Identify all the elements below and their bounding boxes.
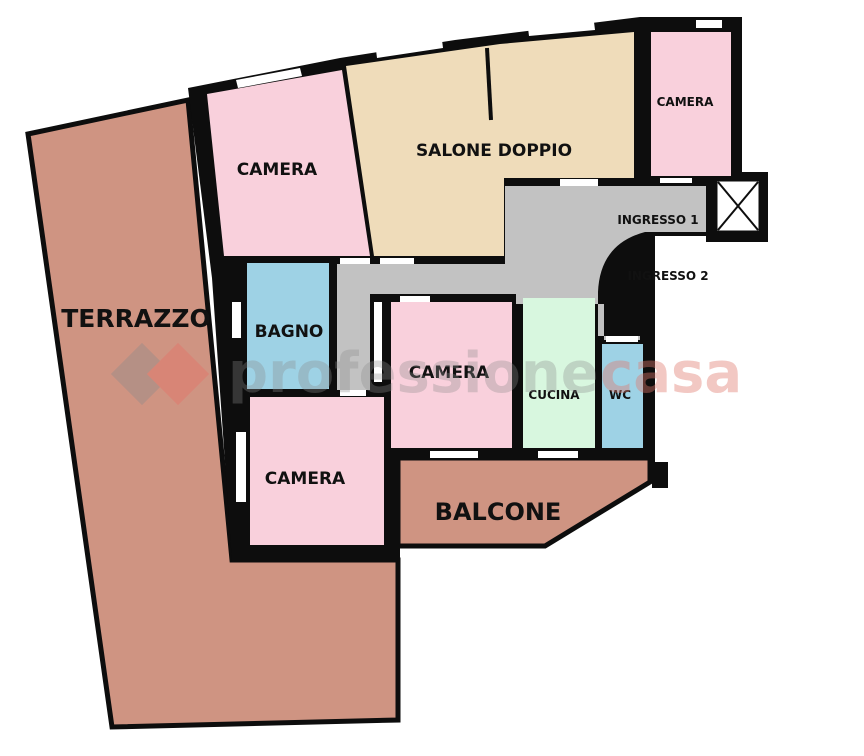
watermark-logo-red bbox=[146, 342, 210, 406]
salone-divider bbox=[485, 47, 493, 121]
label-salone: SALONE DOPPIO bbox=[416, 141, 572, 161]
label-camera-bottom-left: CAMERA bbox=[265, 469, 346, 489]
label-camera-top-left: CAMERA bbox=[237, 160, 318, 180]
watermark-text-pro: professione bbox=[228, 341, 599, 406]
wc-area bbox=[602, 344, 643, 448]
camera-top-right-area bbox=[651, 32, 731, 176]
watermark-text-casa: casa bbox=[600, 341, 742, 406]
label-terrazzo: TERRAZZO bbox=[61, 304, 211, 333]
windows bbox=[232, 20, 722, 502]
watermark-logo-grey bbox=[110, 342, 174, 406]
label-cucina: CUCINA bbox=[528, 388, 580, 402]
elevator-cross-b bbox=[717, 181, 759, 231]
bagno-area bbox=[247, 263, 329, 389]
camera-center-area bbox=[391, 302, 512, 448]
label-camera-top-right: CAMERA bbox=[657, 95, 714, 109]
watermark: professione casa bbox=[110, 341, 742, 406]
label-camera-center: CAMERA bbox=[409, 363, 490, 383]
label-bagno: BAGNO bbox=[255, 322, 324, 342]
label-ingresso2: INGRESSO 2 bbox=[627, 269, 708, 283]
label-ingresso1: INGRESSO 1 bbox=[617, 213, 698, 227]
salone-area bbox=[346, 32, 634, 256]
camera-top-left-area bbox=[207, 70, 370, 256]
label-wc: WC bbox=[609, 388, 631, 402]
camera-bottom-left-area bbox=[250, 397, 384, 545]
cucina-area bbox=[523, 298, 595, 448]
label-balcone: BALCONE bbox=[435, 498, 562, 526]
